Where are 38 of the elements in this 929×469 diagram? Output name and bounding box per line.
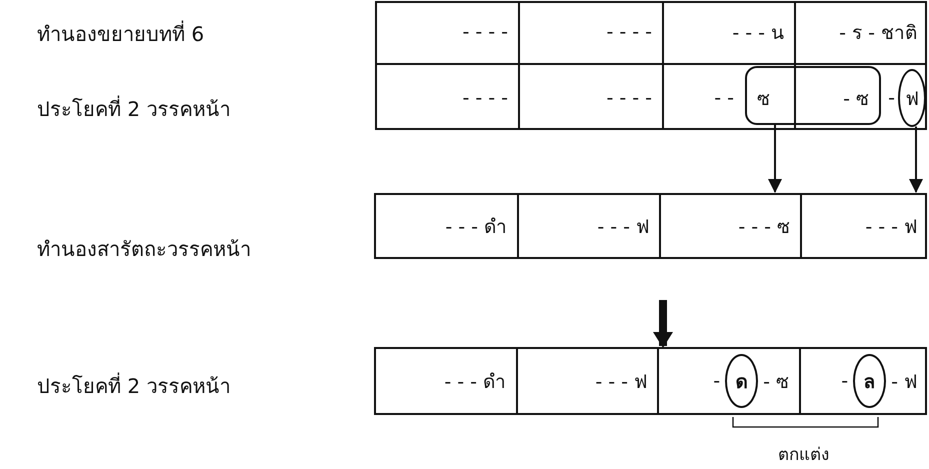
cell-text: - [713,370,720,392]
cell-text: - - - ฟ [597,215,649,240]
row-label: ประโยคที่ 2 วรรคหน้า [37,372,230,400]
cell-text: - - - ดำ [445,215,507,240]
cell-text: - - - - [606,86,652,108]
cell-text: - ฟ [891,370,917,395]
cell-text: - - - น [732,21,784,46]
cell-text: - - - - [462,21,508,43]
cell-text: - - - ฟ [595,370,647,395]
cell-text: - - - - [606,21,652,43]
cell-text: - [888,86,895,108]
cell-text: - ซ [763,370,789,395]
table-cell [662,63,794,130]
cell-text: - - - ฟ [865,215,917,240]
table [374,193,927,259]
cell-text: - [841,370,848,392]
cell-text: - ซ [843,87,869,112]
circled-letter: ด [725,354,758,408]
bracket-label: ตกแต่ง [778,444,829,467]
cell-text: ซ [757,87,770,112]
arrow [768,125,782,193]
circled-letter: ล [853,354,886,408]
cell-text: - - - ซ [738,215,790,240]
table-cell [794,63,927,130]
row-label: ประโยคที่ 2 วรรคหน้า [37,94,230,123]
arrow [909,126,923,193]
rounded-box [745,66,881,125]
cell-text: - - - - [462,86,508,108]
cell-text: - - - ดำ [444,370,506,395]
cell-text: - - [714,86,734,108]
row-label: ทำนองขยายบทที่ 6 [37,20,204,48]
row-label: ทำนองสารัตถะวรรคหน้า [37,236,251,263]
table [374,347,927,415]
circled-letter: ฟ [898,68,926,126]
table-cell [518,63,662,130]
table [375,1,927,130]
cell-text: - ร - ชาติ [839,21,917,46]
arrow [653,300,673,348]
